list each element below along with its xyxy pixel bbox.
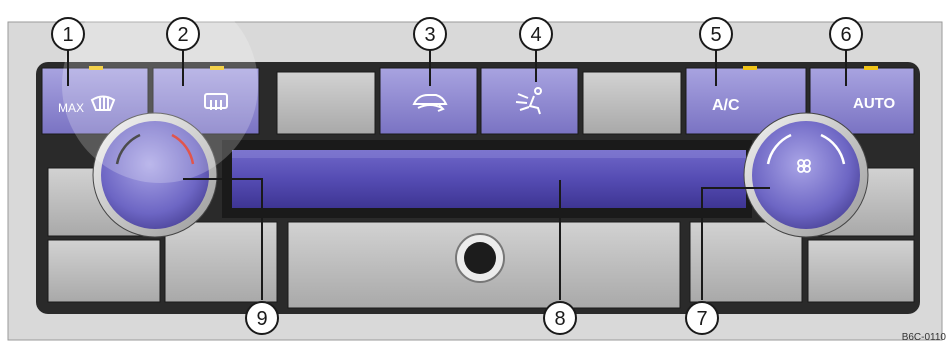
- lower-button-left-2[interactable]: [48, 240, 160, 302]
- callout-8: 8: [554, 308, 565, 330]
- callout-2: 2: [177, 24, 188, 46]
- callout-6: 6: [840, 24, 851, 46]
- auto-label: AUTO: [853, 95, 896, 112]
- air-distribution-button[interactable]: [481, 68, 578, 134]
- fan-knob[interactable]: [752, 121, 860, 229]
- display-screen: [232, 150, 746, 208]
- recirculation-button[interactable]: [380, 68, 477, 134]
- callout-1: 1: [62, 24, 73, 46]
- lower-button-right-2[interactable]: [808, 240, 914, 302]
- blank-button-left[interactable]: [277, 72, 375, 134]
- ac-label: A/C: [712, 97, 740, 114]
- callout-4: 4: [530, 24, 541, 46]
- callout-9: 9: [256, 308, 267, 330]
- callout-7: 7: [696, 308, 707, 330]
- indicator-led: [864, 66, 878, 70]
- callout-3: 3: [424, 24, 435, 46]
- lower-button-right-1[interactable]: [690, 222, 802, 302]
- lower-button-left-3[interactable]: [165, 222, 277, 302]
- indicator-led: [743, 66, 757, 70]
- blank-button-right[interactable]: [583, 72, 681, 134]
- callout-5: 5: [710, 24, 721, 46]
- figure-code: B6C-0110: [902, 332, 946, 343]
